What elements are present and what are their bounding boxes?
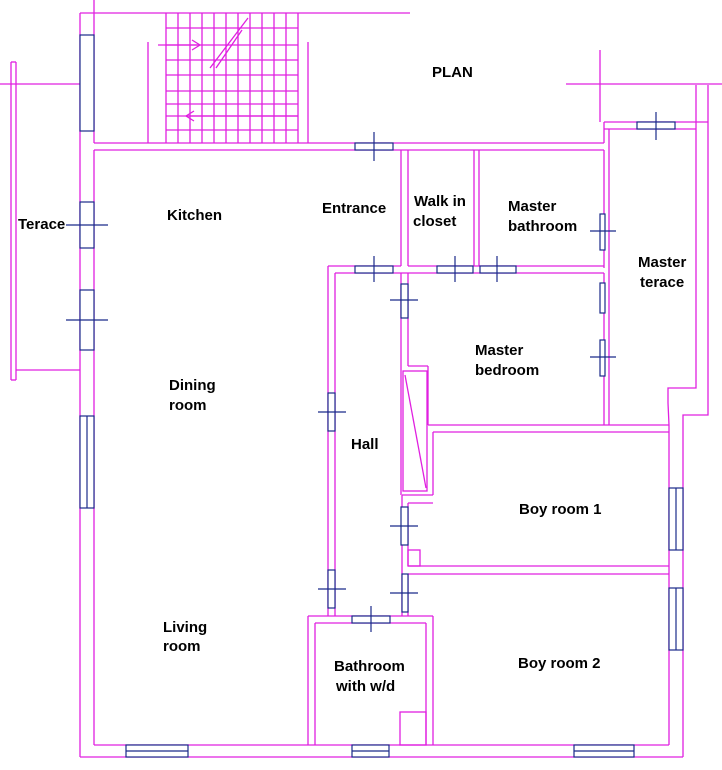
staircase [147,13,309,143]
label-living-room-2: room [163,638,201,655]
window [599,282,606,314]
door [400,283,409,319]
terace-outline [0,61,80,381]
master-terace-outline [566,50,722,425]
label-kitchen: Kitchen [167,207,222,224]
door [599,213,606,251]
label-living-room-1: Living [163,619,207,636]
label-master-bathroom-1: Master [508,198,557,215]
label-master-terace-2: terace [640,274,684,291]
label-boy-room-1: Boy room 1 [519,501,602,518]
label-master-bathroom-2: bathroom [508,218,577,235]
door-marks [66,112,657,632]
label-walk-in-closet-1: Walk in [414,193,466,210]
label-terace: Terace [18,216,65,233]
label-master-bedroom-2: bedroom [475,362,539,379]
label-dining-room-1: Dining [169,377,216,394]
label-master-terace-1: Master [638,254,687,271]
door [599,339,606,377]
window [79,34,95,132]
label-bathroom-wd-2: with w/d [335,678,395,695]
labels: PLAN Terace Kitchen Entrance Walk in clo… [18,64,687,695]
label-walk-in-closet-2: closet [413,213,456,230]
door [479,265,517,274]
label-entrance: Entrance [322,200,386,217]
label-hall: Hall [351,436,379,453]
label-dining-room-2: room [169,397,207,414]
label-master-bedroom-1: Master [475,342,524,359]
plan-title: PLAN [432,64,473,81]
label-bathroom-wd-1: Bathroom [334,658,405,675]
label-boy-room-2: Boy room 2 [518,655,601,672]
